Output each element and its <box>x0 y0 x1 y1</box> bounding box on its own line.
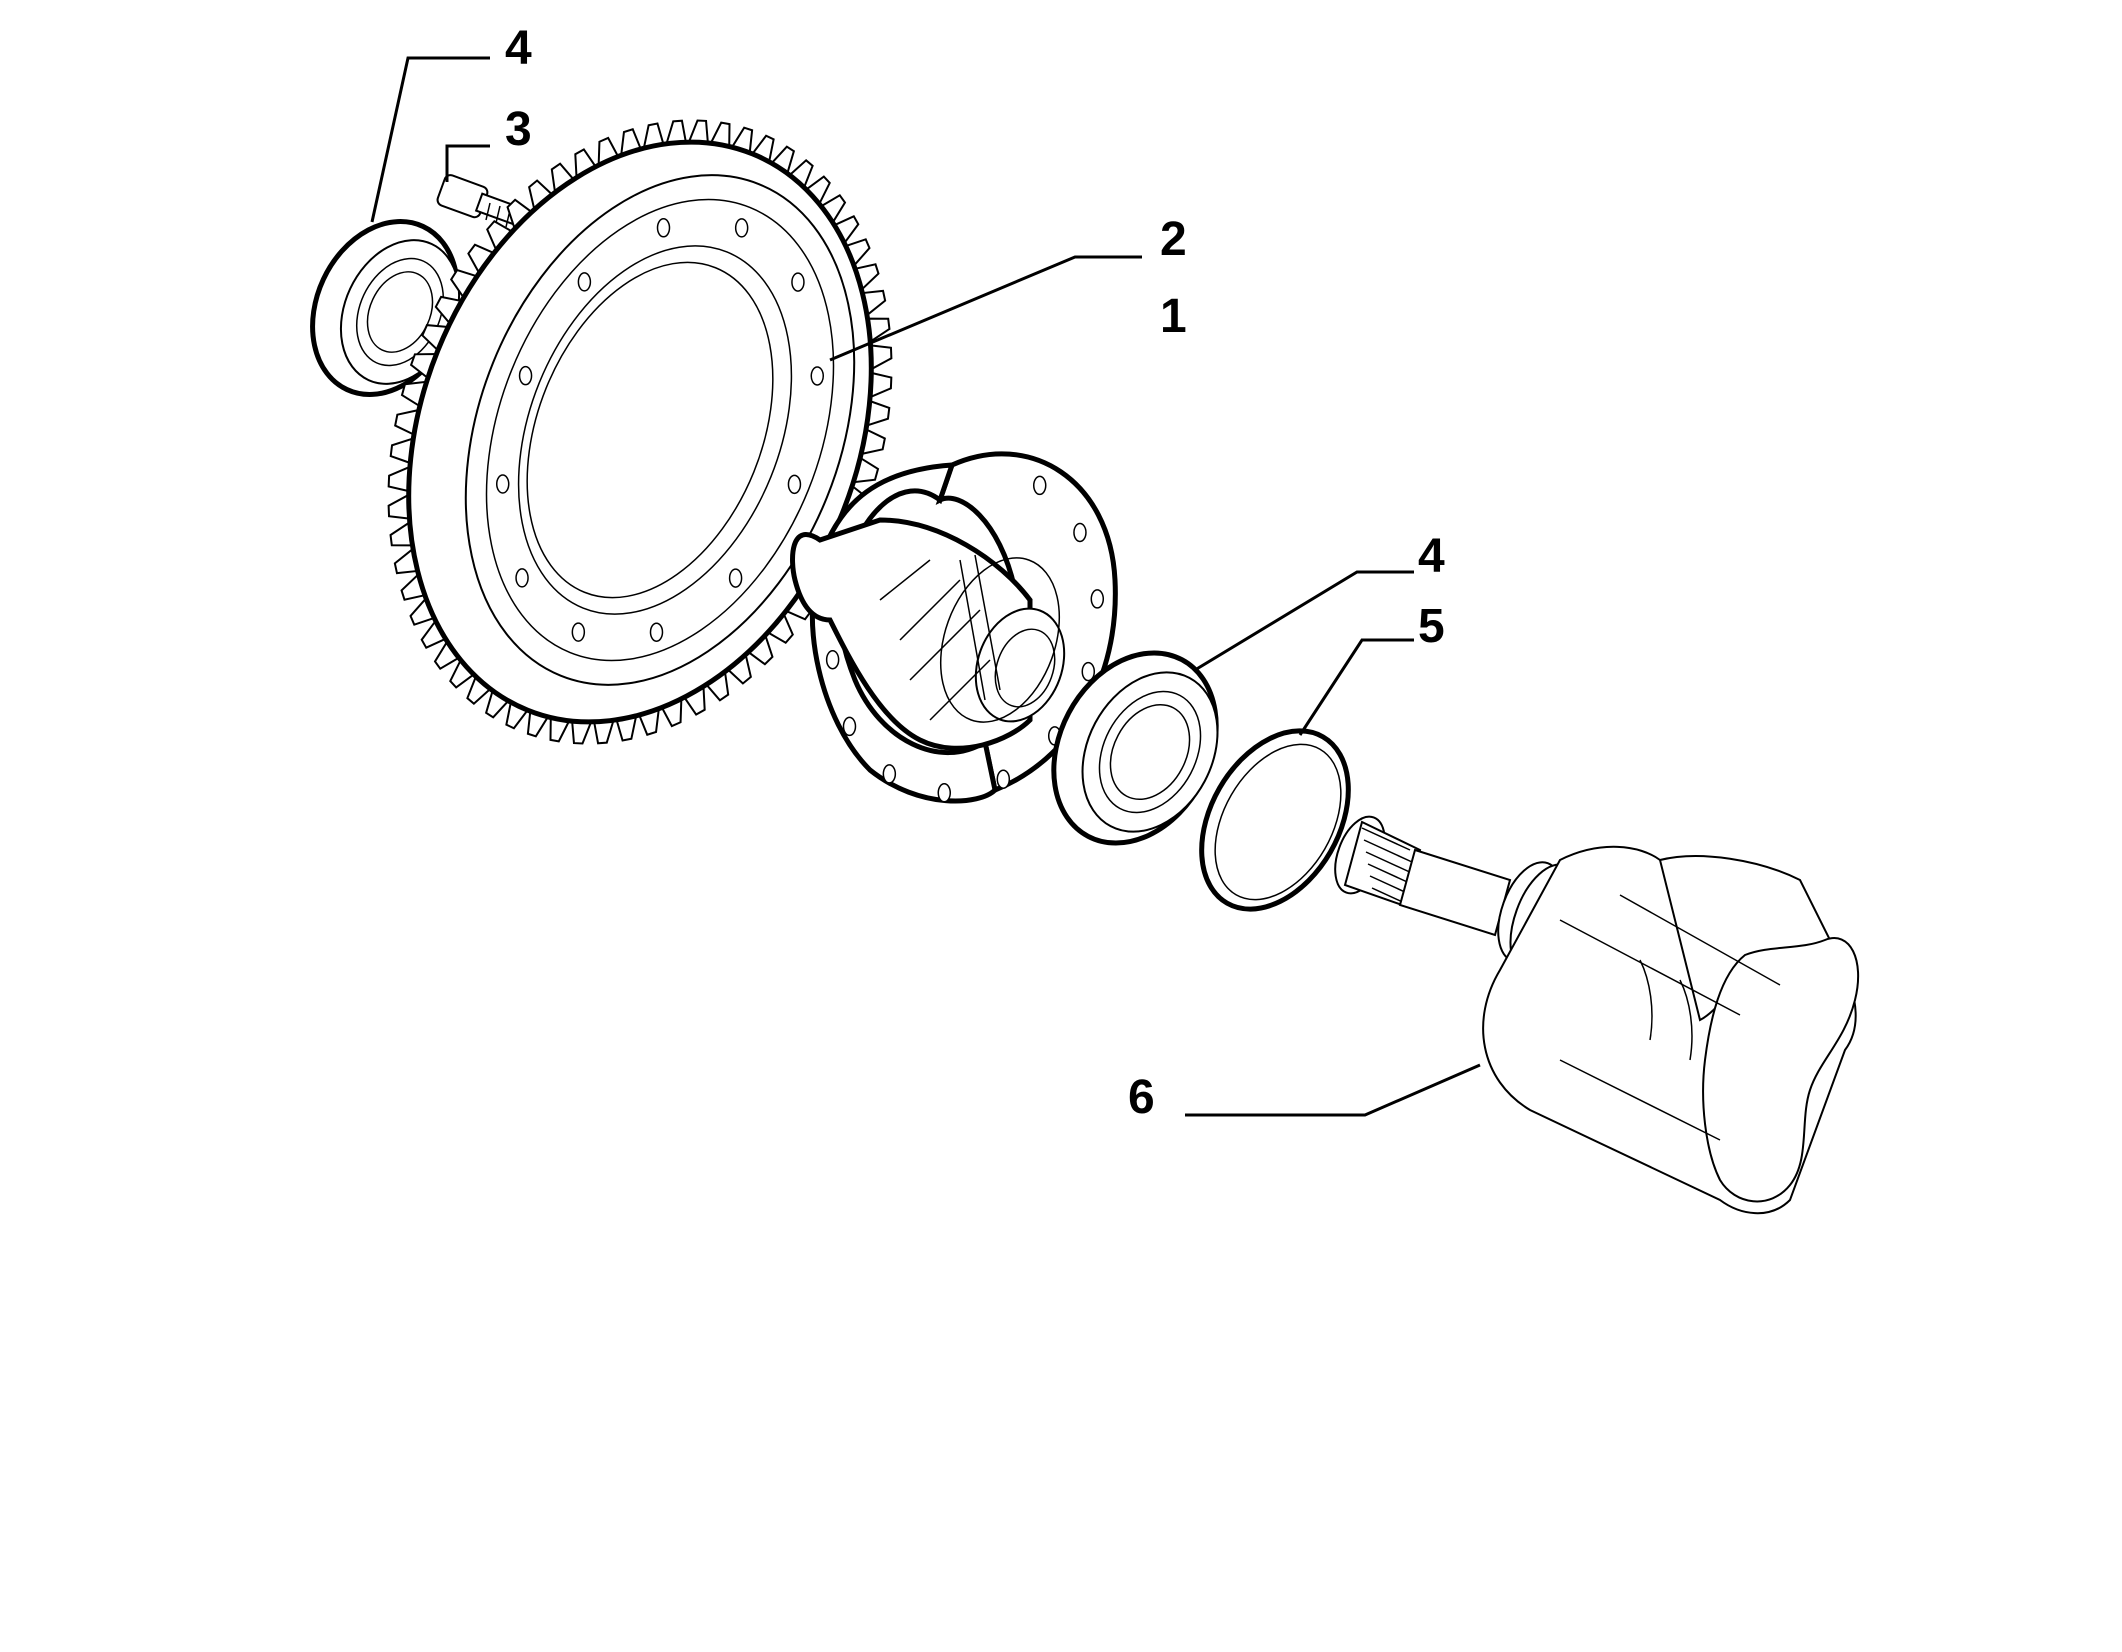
spline-line <box>1361 827 1411 851</box>
spline-line <box>1363 839 1413 863</box>
bolt-hole <box>787 474 802 495</box>
bolt-hole <box>518 365 533 386</box>
callout-labels: 4 3 2 1 4 5 6 <box>505 22 1445 1124</box>
label-drive-shaft-joint: 6 <box>1128 1071 1155 1124</box>
leader-bearing-left <box>370 56 490 223</box>
bolt-hole <box>791 272 805 292</box>
bolt-hole <box>649 622 664 642</box>
leader-seal-ring <box>1298 638 1414 736</box>
leader-ring-gear <box>829 255 1142 362</box>
flange-hole <box>1073 522 1087 543</box>
label-ring-gear: 2 <box>1160 213 1187 266</box>
flange-hole <box>937 783 952 803</box>
flange-hole <box>1032 475 1047 496</box>
flange-hole <box>825 649 840 670</box>
drive-shaft-joint[interactable] <box>1326 810 1860 1215</box>
gear-tooth <box>687 119 709 144</box>
flange-hole <box>1090 589 1105 609</box>
label-bearing-left: 4 <box>505 22 532 75</box>
gear-tooth <box>571 720 593 745</box>
bearing-right[interactable] <box>1022 624 1248 871</box>
flange-hole <box>1081 661 1096 682</box>
bolt-hole <box>656 218 671 238</box>
flange-hole <box>842 716 857 737</box>
label-bolt: 3 <box>505 103 532 156</box>
bolt-hole <box>495 474 510 494</box>
bolt-hole <box>810 366 825 386</box>
bolt-hole <box>515 568 529 588</box>
seal-ring[interactable] <box>1172 705 1379 935</box>
flange-hole <box>882 764 897 784</box>
leader-lines <box>370 56 1481 1117</box>
bolt[interactable] <box>436 173 522 228</box>
bolt-hole <box>577 272 592 292</box>
leader-drive-shaft <box>1185 1063 1481 1117</box>
flange-hole <box>996 769 1011 789</box>
bolt-hole <box>734 218 749 238</box>
leader-bearing-right <box>1194 570 1414 672</box>
ring-gear[interactable] <box>325 72 954 792</box>
spline-line <box>1365 851 1415 875</box>
leader-bolt <box>445 144 490 182</box>
label-differential-assembly: 1 <box>1160 290 1187 343</box>
bolt-hole <box>728 568 743 588</box>
label-bearing-right: 4 <box>1418 530 1445 583</box>
bolt-hole <box>571 622 586 642</box>
label-seal-ring: 5 <box>1418 600 1445 653</box>
